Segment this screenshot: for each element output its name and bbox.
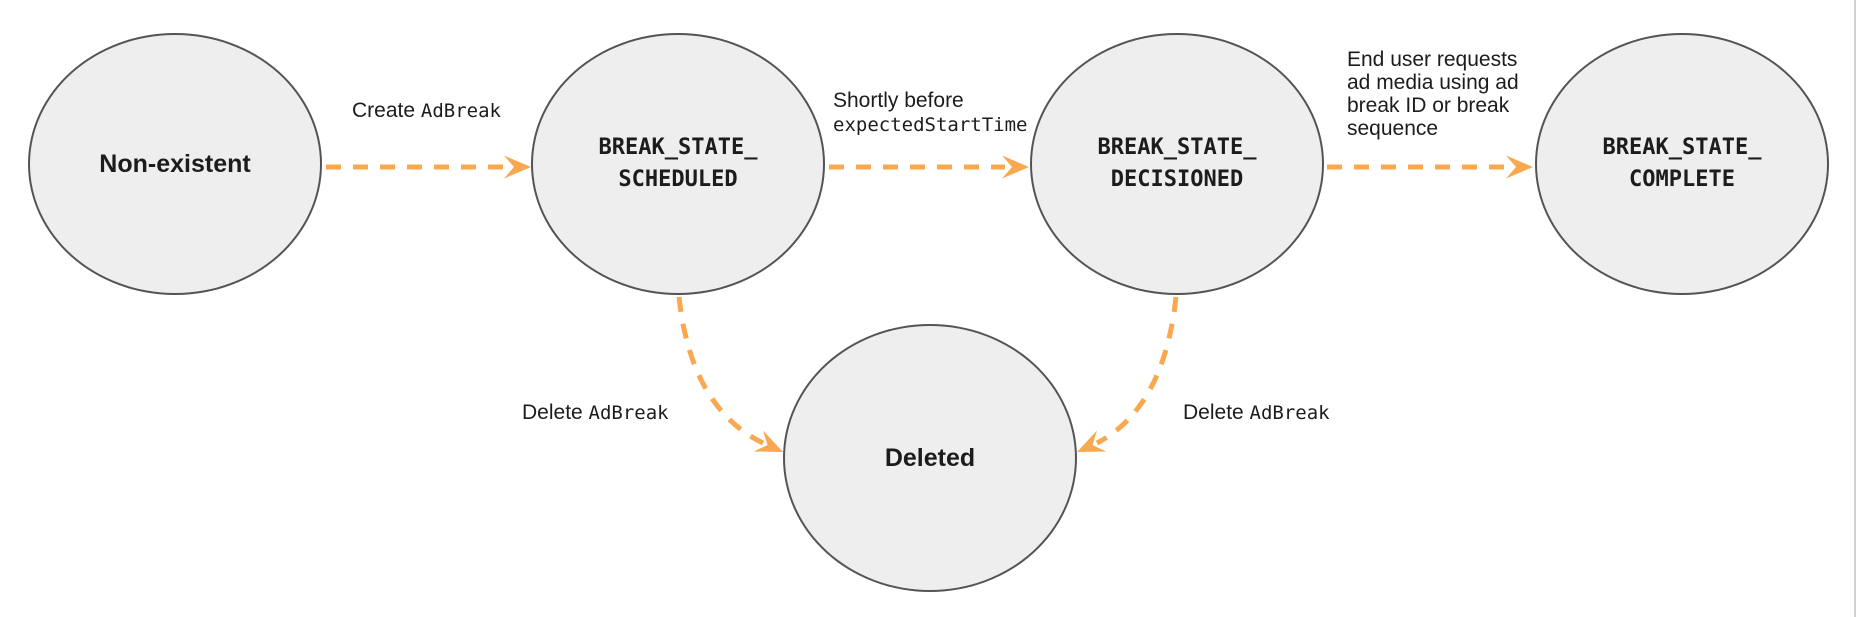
state-node-label: BREAK_STATE_ DECISIONED	[1097, 135, 1257, 192]
state-node-non-existent: Non-existent	[28, 33, 322, 295]
transition-arrow-delete-from-decisioned	[1077, 296, 1179, 452]
transition-label-create-adbreak: Create AdBreak	[352, 99, 501, 122]
transition-label-complete: End user requests ad media using ad brea…	[1347, 48, 1519, 140]
state-node-label: Deleted	[884, 443, 976, 472]
transition-arrow-create-adbreak	[326, 155, 531, 179]
state-node-label: Non-existent	[99, 149, 251, 178]
transition-label-decision: Shortly before expectedStartTime	[833, 89, 1028, 136]
state-node-break-state-complete: BREAK_STATE_ COMPLETE	[1535, 33, 1829, 295]
state-node-label: BREAK_STATE_ SCHEDULED	[598, 135, 758, 192]
state-node-break-state-decisioned: BREAK_STATE_ DECISIONED	[1030, 33, 1324, 295]
state-node-label: BREAK_STATE_ COMPLETE	[1602, 135, 1762, 192]
transition-label-delete-from-scheduled: Delete AdBreak	[522, 401, 669, 424]
transition-arrow-decision	[829, 155, 1029, 179]
transition-label-delete-from-decisioned: Delete AdBreak	[1183, 401, 1330, 424]
state-node-deleted: Deleted	[783, 324, 1077, 592]
page-divider-line	[1854, 0, 1856, 617]
transition-arrow-delete-from-scheduled	[676, 296, 783, 452]
state-node-break-state-scheduled: BREAK_STATE_ SCHEDULED	[531, 33, 825, 295]
transition-arrow-complete	[1327, 155, 1533, 179]
